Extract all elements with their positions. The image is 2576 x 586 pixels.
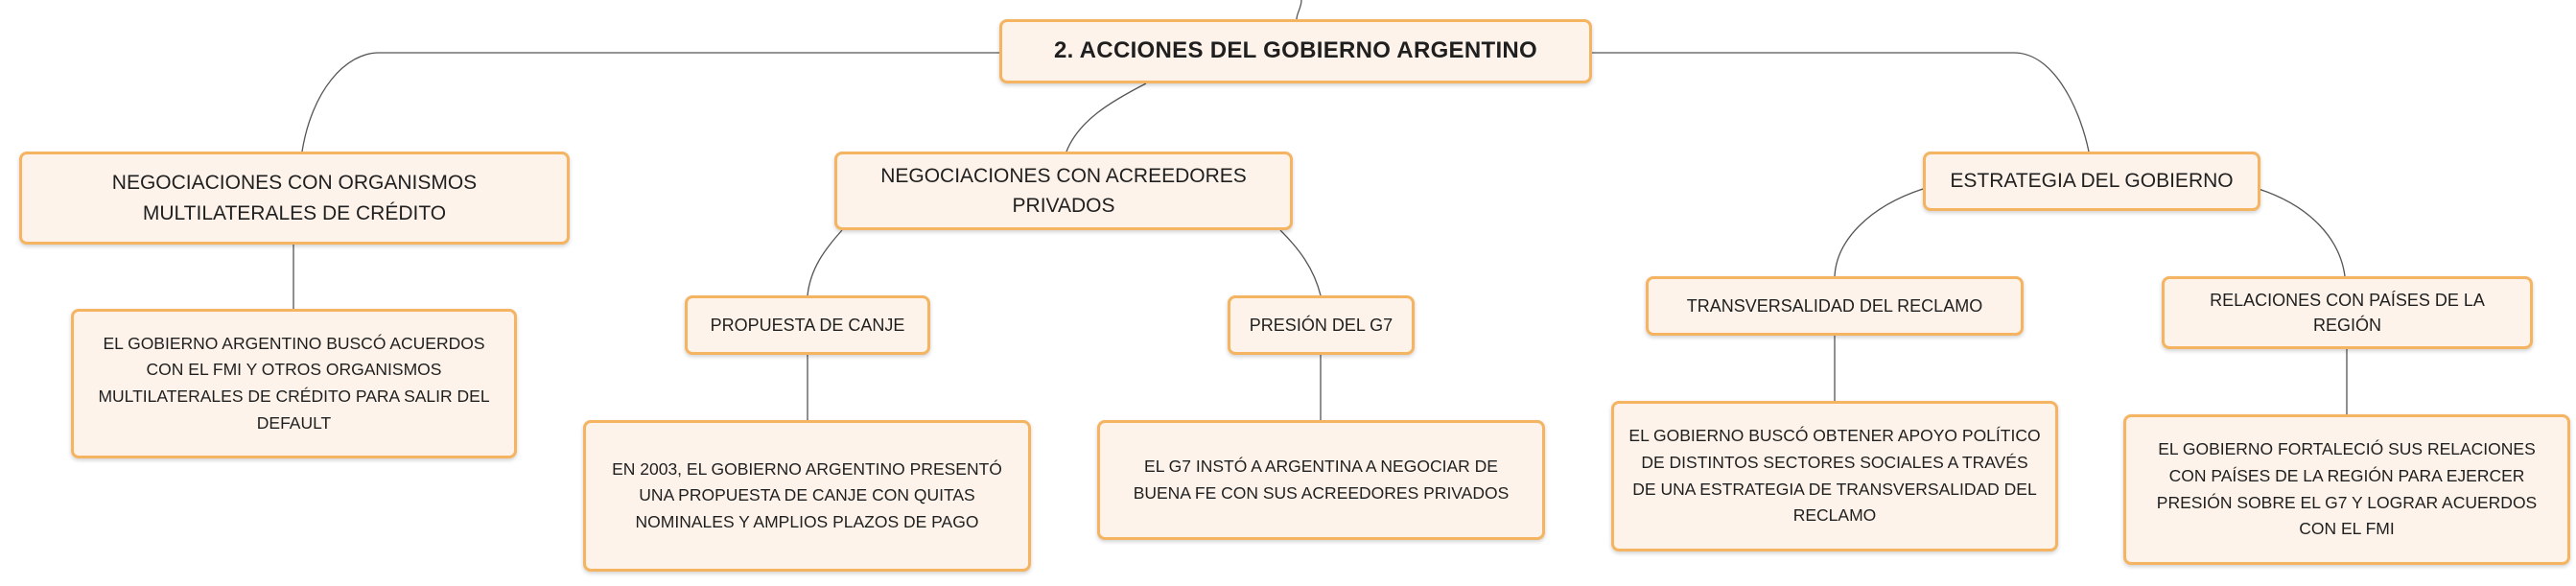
node-estrategia[interactable]: ESTRATEGIA DEL GOBIERNO [1923, 152, 2260, 211]
node-multilaterales-detail-text: EL GOBIERNO ARGENTINO BUSCÓ ACUERDOS CON… [98, 333, 490, 433]
node-region[interactable]: RELACIONES CON PAÍSES DE LA REGIÓN [2162, 276, 2533, 349]
node-g7-detail-text: EL G7 INSTÓ A ARGENTINA A NEGOCIAR DE BU… [1133, 456, 1510, 503]
node-acreedores[interactable]: NEGOCIACIONES CON ACREEDORES PRIVADOS [834, 152, 1293, 230]
node-multilaterales-label: NEGOCIACIONES CON ORGANISMOS MULTILATERA… [111, 172, 478, 224]
connector-estrategia-region [2258, 188, 2346, 277]
node-acreedores-label: NEGOCIACIONES CON ACREEDORES PRIVADOS [880, 164, 1247, 218]
node-canje-detail[interactable]: EN 2003, EL GOBIERNO ARGENTINO PRESENTÓ … [583, 420, 1031, 572]
node-multilaterales[interactable]: NEGOCIACIONES CON ORGANISMOS MULTILATERA… [19, 152, 570, 245]
node-multilaterales-detail[interactable]: EL GOBIERNO ARGENTINO BUSCÓ ACUERDOS CON… [71, 309, 517, 458]
node-transversalidad-detail[interactable]: EL GOBIERNO BUSCÓ OBTENER APOYO POLÍTICO… [1611, 401, 2058, 551]
node-region-label: RELACIONES CON PAÍSES DE LA REGIÓN [2210, 290, 2485, 335]
connector-acreedores-g7 [1279, 229, 1322, 296]
node-canje-label: PROPUESTA DE CANJE [710, 315, 905, 335]
node-canje-detail-text: EN 2003, EL GOBIERNO ARGENTINO PRESENTÓ … [612, 458, 1002, 531]
connector-root-multilaterales [301, 52, 999, 152]
node-g7-label: PRESIÓN DEL G7 [1249, 315, 1393, 335]
connector-acreedores-canje [807, 229, 843, 296]
node-region-detail-text: EL GOBIERNO FORTALECIÓ SUS RELACIONES CO… [2156, 439, 2538, 539]
connector-root-estrategia [1592, 52, 2090, 152]
node-transversalidad-label: TRANSVERSALIDAD DEL RECLAMO [1686, 295, 1983, 316]
node-canje[interactable]: PROPUESTA DE CANJE [685, 295, 930, 355]
connector-estrategia-transversalidad [1834, 188, 1924, 277]
connector-top-stub [1296, 0, 1302, 20]
node-g7-detail[interactable]: EL G7 INSTÓ A ARGENTINA A NEGOCIAR DE BU… [1097, 420, 1545, 540]
node-region-detail[interactable]: EL GOBIERNO FORTALECIÓ SUS RELACIONES CO… [2123, 414, 2570, 565]
node-estrategia-label: ESTRATEGIA DEL GOBIERNO [1950, 170, 2234, 193]
root-node[interactable]: 2. ACCIONES DEL GOBIERNO ARGENTINO [999, 19, 1592, 83]
connector-root-acreedores [1066, 82, 1147, 152]
node-transversalidad[interactable]: TRANSVERSALIDAD DEL RECLAMO [1646, 276, 2024, 336]
root-label: 2. ACCIONES DEL GOBIERNO ARGENTINO [1053, 37, 1538, 64]
node-transversalidad-detail-text: EL GOBIERNO BUSCÓ OBTENER APOYO POLÍTICO… [1628, 426, 2041, 526]
node-g7[interactable]: PRESIÓN DEL G7 [1228, 295, 1415, 355]
